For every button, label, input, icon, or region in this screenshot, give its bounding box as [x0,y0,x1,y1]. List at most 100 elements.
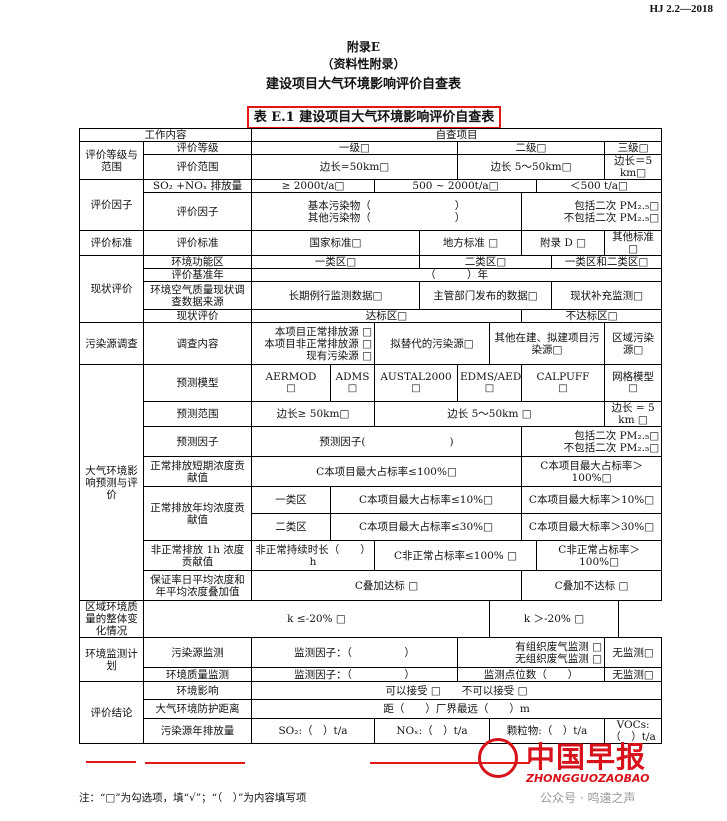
cell: 二级□ [457,141,605,155]
row-label: 正常排放短期浓度贡献值 [143,456,252,487]
cell: C非正常占标率≤100% □ [374,540,537,571]
table-row: 评价基准年 （ ）年 [80,268,663,282]
model-name: 网格模型 [612,371,655,383]
table-row: 环境质量监测 监测因子：（ ） 监测点位数（ ） 无监测□ [80,667,663,682]
zone-label: 一类区 [251,486,331,514]
footnote: 注：“□”为勾选项，填“√”；“（ ）”为内容填写项 [79,792,307,804]
watermark: 中国早报 ZHONGGUOZAOBAO 公众号 · 鸣遠之声 [478,734,718,805]
group-label: 评价等级与范围 [79,141,144,180]
brand-logo-icon [478,738,518,778]
watermark-sub: ZHONGGUOZAOBAO [526,772,650,785]
cell: C本项目最大占标率＞100%□ [520,456,663,487]
existing-source: 现有污染源 □ [306,349,372,362]
row-label: 污染源监测 [143,637,252,668]
cell: C本项目最大标率＞30%□ [520,513,663,541]
cell: 预测因子( ) [251,426,522,457]
table-row: 现状评价 达标区□ 不达标区□ [80,309,663,323]
table-row: 保证率日平均浓度和年平均浓度叠加值 C叠加达标 □ C叠加不达标 □ [80,570,663,601]
watermark-brand: 中国早报 [526,740,647,774]
highlight-underline [370,762,530,764]
cell: NOₓ:（ ）t/a [374,718,490,744]
model-name: ADMS [335,371,370,383]
cell: 监测因子：（ ） [251,637,458,668]
cell: 地方标准 □ [419,230,522,256]
model-name: CALPUFF [536,371,590,383]
zone-label: 二类区 [251,513,331,541]
group-label: 评价因子 [79,179,144,231]
cell: C本项目最大占标率≤100%□ [251,456,522,487]
abnormal-source: 本项目非正常排放源 □ [264,337,372,350]
cell: （ ）年 [250,268,663,282]
excl-pm25: 不包括二次 PM₂.₅□ [563,441,660,454]
cell: 可以接受 □ 不可以接受 □ [250,681,663,700]
appendix-label: 附录E [346,40,381,54]
row-label: 预测范围 [143,401,252,427]
cell: 三级□ [603,141,663,155]
table-header-row: 工作内容 自查项目 [79,128,663,142]
group-label: 环境监测计划 [79,637,144,682]
row-label: 环境质量监测 [143,667,252,682]
cell: k ＞-20% □ [489,600,619,638]
highlight-underline [86,761,136,763]
cell: C叠加达标 □ [251,570,522,601]
cell: 无监测□ [603,667,663,682]
row-label: 污染源年排放量 [143,718,252,744]
group-label: 评价结论 [79,681,144,744]
checkbox[interactable]: □ [558,383,568,394]
group-label: 现状评价 [79,255,144,323]
cell: 长期例行监测数据□ [251,281,420,310]
row-label: 评价范围 [143,154,252,180]
cell: AUSTAL2000□ [374,364,458,402]
row-label: 现状评价 [143,309,252,323]
basic-pollutants: 基本污染物（ ） [307,199,466,212]
cell: 网格模型□ [603,364,663,402]
cell: 一级□ [251,141,458,155]
cell: 包括二次 PM₂.₅□不包括二次 PM₂.₅□ [520,426,663,457]
table-row: 评价范围 边长=50km□ 边长 5～50km□ 边长＝5 km□ [80,154,663,180]
table-title: 表 E.1 建设项目大气环境影响评价自查表 [247,106,501,129]
table-row: 大气环境影响预测与评价 预测模型 AERMOD□ ADMS□ AUSTAL200… [79,364,663,601]
model-name: EDMS/AEDT [460,371,522,383]
row-label: 环境影响 [143,681,252,700]
checkbox[interactable]: □ [347,383,358,394]
row-label: 正常排放年均浓度贡献值 [143,486,252,541]
row-label: 环境空气质量现状调查数据来源 [143,281,252,310]
row-label: 评价等级 [143,141,252,155]
cell: 颗粒物:（ ）t/a [489,718,605,744]
self-check-table: 工作内容 自查项目 评价等级与范围 评价等级 一级□ 二级□ 三级□ 评价范围 … [79,128,663,744]
table-row: 评价结论 环境影响 可以接受 □ 不可以接受 □ [79,681,663,744]
row-label: 非正常排放 1h 浓度贡献值 [143,540,252,571]
checkbox[interactable]: □ [411,383,421,394]
table-row: 污染源调查 调查内容 本项目正常排放源 □本项目非正常排放源 □现有污染源 □ … [79,322,663,365]
row-label: 评价标准 [143,230,252,256]
col-work-content: 工作内容 [79,128,252,142]
checkbox[interactable]: □ [628,383,638,394]
table-row: 区域环境质量的整体变化情况 k ≤-20% □ k ＞-20% □ [79,600,662,638]
table-row: 大气环境防护距离 距（ ）厂界最远（ ）m [80,699,663,719]
unorganized-monitor: 无组织废气监测 □ [515,652,602,665]
cell: C非正常占标率＞100%□ [535,540,663,571]
cell: C本项目最大标率＞10%□ [520,486,663,514]
cell: 500 ~ 2000t/a□ [374,179,537,193]
cell: 一类区□ [251,255,420,269]
cell: k ≤-20% □ [143,600,490,638]
group-label: 污染源调查 [79,322,144,365]
row-label: 保证率日平均浓度和年平均浓度叠加值 [143,570,252,601]
cell: SO₂:（ ）t/a [251,718,375,744]
cell: 监测因子：（ ） [251,667,458,682]
table-row: 评价因子 基本污染物（ ）其他污染物（ ） 包括二次 PM₂.₅□不包括二次 P… [80,192,663,231]
checkbox[interactable]: □ [286,383,296,394]
cell: 距（ ）厂界最远（ ）m [250,699,663,719]
cell: 边长≥ 50km□ [251,401,375,427]
cell: 附录 D □ [521,230,605,256]
row-label: 调查内容 [143,322,252,365]
cell: 边长 = 5 km □ [603,401,663,427]
cell: 无监测□ [603,637,663,668]
organized-monitor: 有组织废气监测 □ [515,640,602,653]
cell: 达标区□ [251,309,522,323]
highlight-underline [145,762,245,764]
table-row: 预测范围 边长≥ 50km□ 边长 5～50km □ 边长 = 5 km □ [80,401,663,427]
checkbox[interactable]: □ [484,383,495,394]
cell: 主管部门发布的数据□ [419,281,552,310]
table-row: 非正常排放 1h 浓度贡献值 非正常持续时长（ ）h C非正常占标率≤100% … [80,540,663,571]
